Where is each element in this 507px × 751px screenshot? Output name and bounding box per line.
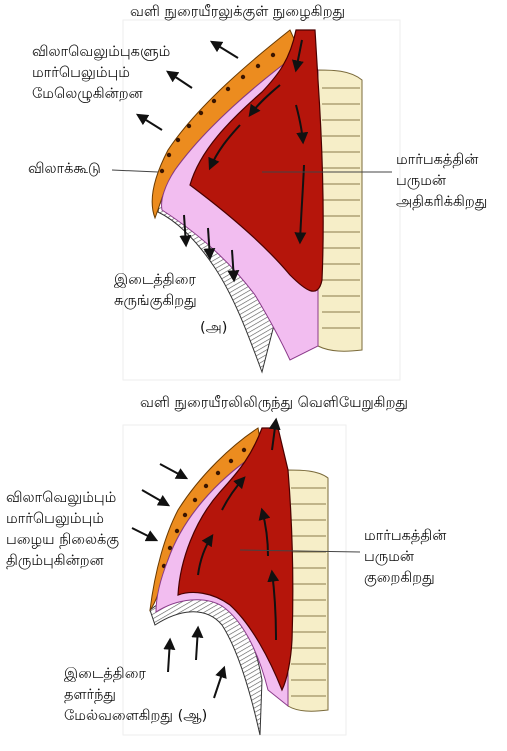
top-panel-tag: (அ) [200, 318, 227, 339]
bottom-ribs-line-1: விலாவெலும்பும் [6, 488, 119, 509]
top-volume-line-1: மார்பகத்தின் [396, 150, 487, 171]
top-volume-label: மார்பகத்தின் பருமன் அதிகரிக்கிறது [396, 150, 487, 213]
top-diaphragm-line-2: சுருங்குகிறது [114, 291, 197, 312]
top-ribs-line-2: மார்பெலும்பும் [32, 63, 170, 84]
top-spine [318, 70, 362, 351]
top-diaphragm-label: இடைத்திரை சுருங்குகிறது [114, 270, 197, 312]
bottom-ribs-line-3: பழைய நிலைக்கு [6, 530, 119, 551]
top-ribs-line-1: விலாவெலும்புகளும் [32, 42, 170, 63]
bottom-diaphragm-label: இடைத்திரை தளர்ந்து மேல்வளைகிறது (ஆ) [64, 664, 207, 727]
bottom-spine [288, 470, 328, 711]
bottom-title: வளி நுரையீரலிலிருந்து வெளியேறுகிறது [140, 393, 408, 414]
top-volume-line-2: பருமன் [396, 171, 487, 192]
bottom-ribs-line-4: திரும்புகின்றன [6, 551, 119, 572]
bottom-ribs-label: விலாவெலும்பும் மார்பெலும்பும் பழைய நிலைக… [6, 488, 119, 572]
bottom-volume-line-1: மார்பகத்தின் [364, 526, 446, 547]
bottom-diaphragm-line-1: இடைத்திரை [64, 664, 207, 685]
top-ribcage-label: விலாக்கூடு [28, 159, 101, 180]
bottom-volume-line-2: பருமன் [364, 547, 446, 568]
top-title: வளி நுரையீரலுக்குள் நுழைகிறது [130, 2, 345, 23]
bottom-diaphragm-line-2: தளர்ந்து [64, 685, 207, 706]
top-diaphragm-line-1: இடைத்திரை [114, 270, 197, 291]
top-volume-line-3: அதிகரிக்கிறது [396, 192, 487, 213]
top-ribs-line-3: மேலெழுகின்றன [32, 84, 170, 105]
top-ribs-label: விலாவெலும்புகளும் மார்பெலும்பும் மேலெழுக… [32, 42, 170, 105]
bottom-ribs-line-2: மார்பெலும்பும் [6, 509, 119, 530]
bottom-volume-label: மார்பகத்தின் பருமன் குறைகிறது [364, 526, 446, 589]
bottom-volume-line-3: குறைகிறது [364, 568, 446, 589]
bottom-diaphragm-line-3: மேல்வளைகிறது (ஆ) [64, 706, 207, 727]
